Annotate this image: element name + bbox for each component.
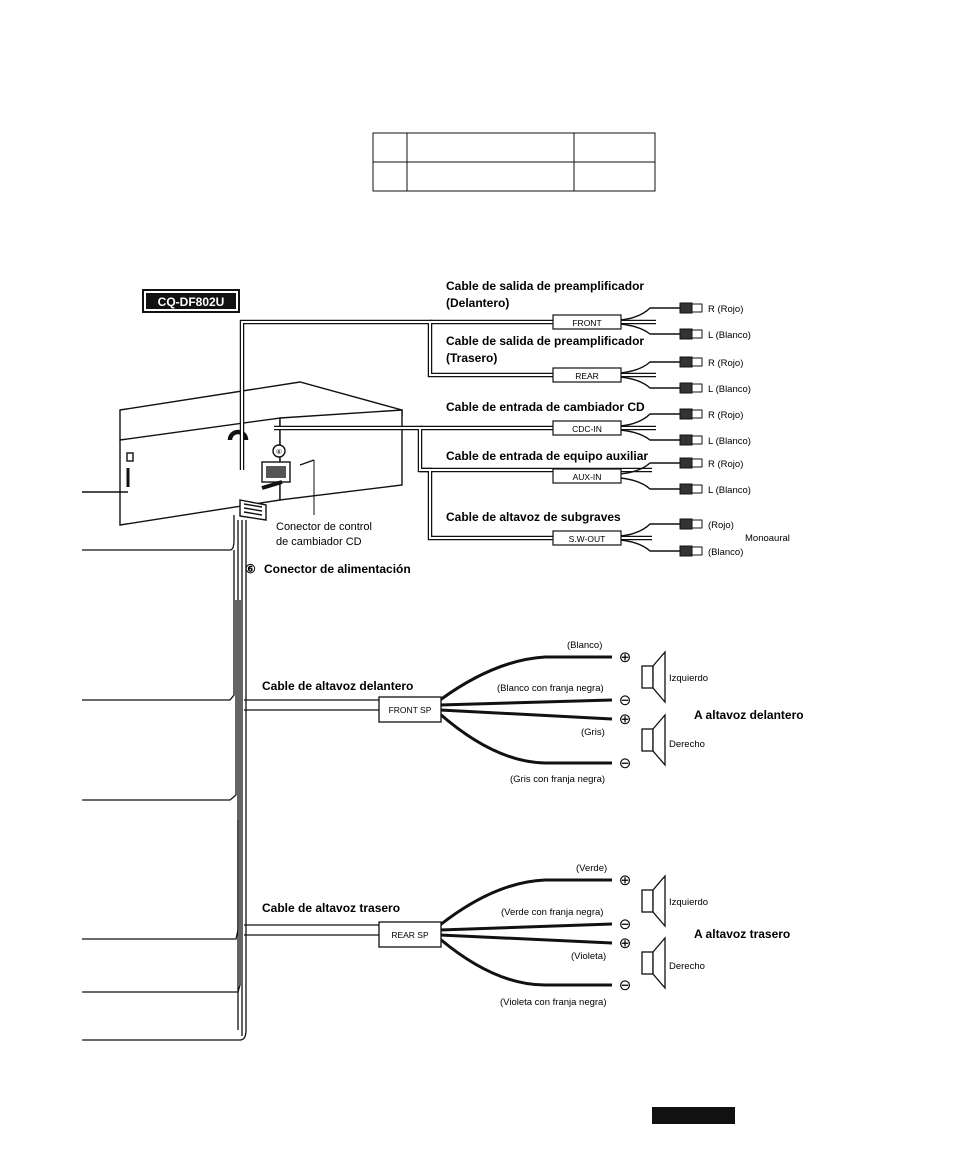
svg-text:⑥: ⑥	[276, 448, 282, 456]
power-bundle	[82, 515, 380, 1041]
rear-left-label: Izquierdo	[669, 897, 708, 908]
rca-plug-rear-r	[679, 356, 703, 368]
aux-title: Cable de entrada de equipo auxiliar	[446, 449, 648, 463]
rca-plug-aux-r	[679, 457, 703, 469]
rear-sp-box-label: REAR SP	[391, 930, 429, 940]
rca-plug-front-l	[679, 328, 703, 340]
front-sp-box	[378, 696, 442, 723]
front-r-label: R (Rojo)	[708, 304, 743, 315]
preout-rear-title: Cable de salida de preamplificador	[446, 334, 644, 348]
rca-boxes	[552, 314, 622, 546]
box-rear	[552, 367, 622, 383]
power-num: ⑥	[245, 562, 256, 576]
rear-w2: (Verde con franja negra)	[501, 907, 603, 918]
model-badge: CQ-DF802U	[142, 289, 240, 313]
rear-w1: (Verde)	[576, 863, 607, 874]
rear-sp-to: A altavoz trasero	[694, 927, 790, 941]
rear-plus-1: ⊕	[619, 872, 632, 889]
front-w4: (Gris con franja negra)	[510, 774, 605, 785]
front-minus-1: ⊖	[619, 692, 632, 709]
rear-l-label: L (Blanco)	[708, 384, 751, 395]
speaker-icon-rear-right	[641, 936, 666, 990]
cdc-l-label: L (Blanco)	[708, 436, 751, 447]
rca-harness-inner	[241, 321, 656, 539]
rear-sp-box	[378, 921, 442, 948]
power-plug	[239, 499, 267, 521]
speaker-icon-rear-left	[641, 874, 666, 928]
preout-rear-sub: (Trasero)	[446, 351, 497, 365]
front-plus-2: ⊕	[619, 711, 632, 728]
cdc-title: Cable de entrada de cambiador CD	[446, 400, 645, 414]
box-sw	[552, 530, 622, 546]
front-w3: (Gris)	[581, 727, 605, 738]
rear-w3: (Violeta)	[571, 951, 606, 962]
front-sp-box-label: FRONT SP	[389, 705, 432, 715]
box-front	[552, 314, 622, 330]
box-front-label: FRONT	[572, 318, 601, 328]
power-label: Conector de alimentación	[264, 562, 411, 576]
rear-right-label: Derecho	[669, 961, 705, 972]
speaker-icon-front-left	[641, 650, 666, 704]
preout-front-sub: (Delantero)	[446, 296, 509, 310]
box-aux	[552, 468, 622, 484]
header-table	[372, 132, 656, 192]
rear-sp-wiring	[439, 878, 613, 987]
front-l-label: L (Blanco)	[708, 330, 751, 341]
rear-minus-2: ⊖	[619, 977, 632, 994]
box-cdc-label: CDC-IN	[572, 424, 602, 434]
rca-plug-sw-l	[679, 545, 703, 557]
rear-r-label: R (Rojo)	[708, 358, 743, 369]
rca-plugs	[679, 302, 703, 557]
front-plus-1: ⊕	[619, 649, 632, 666]
rear-w4: (Violeta con franja negra)	[500, 997, 607, 1008]
front-w1: (Blanco)	[567, 640, 602, 651]
front-sp-title: Cable de altavoz delantero	[262, 679, 413, 693]
aux-r-label: R (Rojo)	[708, 459, 743, 470]
speaker-icon-front-right	[641, 713, 666, 767]
cdc-r-label: R (Rojo)	[708, 410, 743, 421]
box-sw-label: S.W-OUT	[569, 534, 606, 544]
front-sp-wiring	[439, 655, 613, 765]
aux-l-label: L (Blanco)	[708, 485, 751, 496]
rear-minus-1: ⊖	[619, 916, 632, 933]
rca-fanouts	[619, 307, 680, 552]
rca-plug-front-r	[679, 302, 703, 314]
front-w2: (Blanco con franja negra)	[497, 683, 604, 694]
cd-control-line2: de cambiador CD	[276, 536, 362, 548]
mono-label: Monoaural	[745, 533, 790, 544]
box-aux-label: AUX-IN	[573, 472, 602, 482]
sw-r-label: (Rojo)	[708, 520, 734, 531]
box-cdc	[552, 420, 622, 436]
box-rear-label: REAR	[575, 371, 599, 381]
front-right-label: Derecho	[669, 739, 705, 750]
sw-title: Cable de altavoz de subgraves	[446, 510, 621, 524]
rca-plug-rear-l	[679, 382, 703, 394]
footer-black-bar	[652, 1107, 735, 1124]
rca-plug-cdc-l	[679, 434, 703, 446]
rca-plug-aux-l	[679, 483, 703, 495]
rca-plug-sw-r	[679, 518, 703, 530]
model-label: CQ-DF802U	[158, 295, 225, 309]
rca-plug-cdc-r	[679, 408, 703, 420]
sw-l-label: (Blanco)	[708, 547, 743, 558]
front-sp-to: A altavoz delantero	[694, 708, 804, 722]
preout-front-title: Cable de salida de preamplificador	[446, 279, 644, 293]
rear-sp-title: Cable de altavoz trasero	[262, 901, 400, 915]
front-left-label: Izquierdo	[669, 673, 708, 684]
front-minus-2: ⊖	[619, 755, 632, 772]
rear-plus-2: ⊕	[619, 935, 632, 952]
cd-control-line1: Conector de control	[276, 521, 372, 533]
